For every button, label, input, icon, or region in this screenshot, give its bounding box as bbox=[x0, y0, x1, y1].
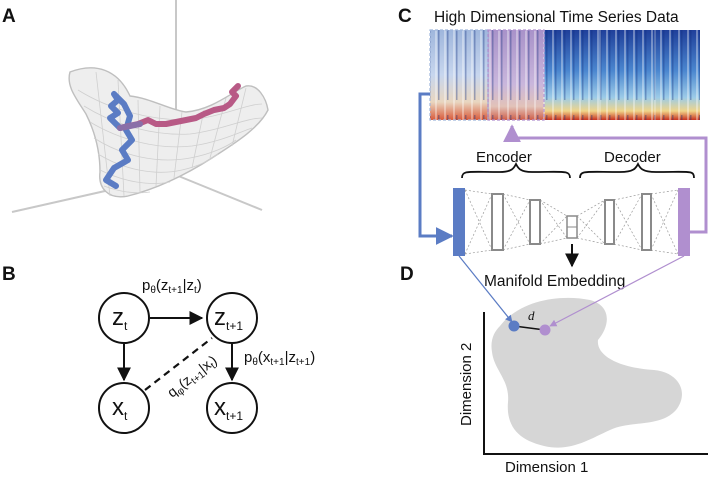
panel-b: B zt zt+1 xt xt+1 pθ(zt+1|zt) pθ(xt+1|zt… bbox=[2, 264, 315, 434]
node-xt: xt bbox=[98, 382, 150, 434]
panel-d: D Dimension 1 Dimension 2 d bbox=[400, 255, 708, 476]
panel-c-label: C bbox=[398, 6, 412, 27]
decoder-layer-1 bbox=[604, 199, 615, 245]
node-zt1: zt+1 bbox=[206, 292, 258, 344]
svg-text:zt+1: zt+1 bbox=[214, 304, 243, 333]
decoder-brace bbox=[579, 161, 695, 179]
y-axis-label: Dimension 2 bbox=[458, 343, 475, 426]
input-layer bbox=[453, 188, 465, 256]
y-axis-line bbox=[175, 174, 263, 211]
embedding-manifold bbox=[491, 297, 682, 448]
trajectory-transition bbox=[117, 121, 143, 131]
input-arrow bbox=[418, 92, 454, 245]
input-to-point-line bbox=[458, 255, 513, 323]
svg-text:xt: xt bbox=[112, 394, 128, 423]
edge-xt-to-zt1-inference bbox=[144, 337, 213, 391]
panel-b-label: B bbox=[2, 264, 16, 285]
distance-label: d bbox=[528, 308, 535, 323]
trajectory-blue bbox=[103, 91, 135, 189]
encoded-point bbox=[508, 320, 520, 332]
trajectory-magenta bbox=[117, 83, 241, 131]
encoder-brace bbox=[461, 161, 571, 179]
output-layer bbox=[678, 188, 690, 256]
label-emission: pθ(xt+1|zt+1) bbox=[244, 349, 315, 368]
svg-text:zt: zt bbox=[112, 304, 128, 333]
encoder-label: Encoder bbox=[476, 149, 532, 166]
node-xt1: xt+1 bbox=[206, 382, 258, 434]
svg-text:xt+1: xt+1 bbox=[214, 394, 243, 423]
panel-a: A bbox=[2, 0, 269, 213]
decoded-point bbox=[539, 324, 551, 336]
x-axis-label: Dimension 1 bbox=[505, 459, 588, 476]
output-to-point-line bbox=[549, 255, 685, 327]
time-series-heatmap bbox=[429, 29, 700, 121]
encoder-layer-1 bbox=[491, 193, 504, 251]
embedding-label: Manifold Embedding bbox=[484, 273, 625, 290]
decoder-layer-2 bbox=[641, 193, 652, 251]
label-inference: qφ(zt+1|xt) bbox=[164, 352, 222, 403]
panel-c: C High Dimensional Time Series Data Enco… bbox=[398, 6, 708, 290]
encoder-layer-2 bbox=[529, 199, 541, 245]
network-connections bbox=[464, 189, 679, 255]
decoder-label: Decoder bbox=[604, 149, 661, 166]
output-arrow bbox=[503, 124, 708, 234]
label-transition: pθ(zt+1|zt) bbox=[142, 277, 202, 296]
panel-c-title: High Dimensional Time Series Data bbox=[434, 9, 679, 26]
panel-a-label: A bbox=[2, 6, 16, 27]
panel-d-label: D bbox=[400, 264, 414, 285]
node-zt: zt bbox=[98, 292, 150, 344]
